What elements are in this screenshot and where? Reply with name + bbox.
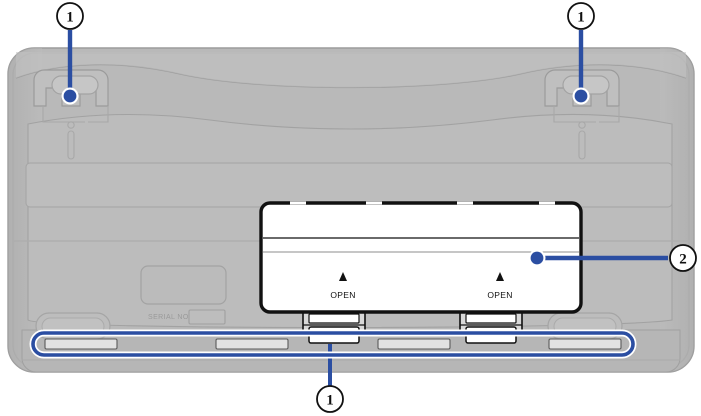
tilt-leg-right-recess-2 [599, 106, 620, 123]
callout-2-circle [669, 244, 697, 272]
tilt-leg-left-stem [67, 130, 75, 160]
tilt-leg-right-stem [578, 130, 586, 160]
callout-1-left-circle [56, 2, 84, 30]
rubber-foot [377, 338, 451, 350]
battery-latch-left[interactable] [302, 308, 366, 344]
chassis-upper-panel [25, 162, 673, 208]
callout-2-number: 2 [679, 252, 687, 268]
battery-cover[interactable]: OPEN OPEN [259, 201, 583, 314]
tilt-leg-left-pivot [67, 121, 75, 129]
callout-1-left-dot [63, 89, 77, 103]
callout-leaders [61, 30, 668, 267]
rubber-feet-highlight [31, 331, 635, 357]
rubber-foot [44, 338, 118, 350]
rubber-foot [548, 338, 622, 350]
serial-number-box [188, 309, 226, 325]
rubber-foot [215, 338, 289, 350]
tilt-leg-left-recess-2 [88, 106, 109, 123]
callout-1-right-number: 1 [577, 10, 585, 26]
open-marking-left: OPEN [330, 272, 355, 300]
callout-2-right[interactable]: 2 [669, 244, 697, 272]
open-label-right: OPEN [487, 290, 512, 300]
callout-1-bottom[interactable]: 1 [316, 385, 344, 413]
open-arrow-left-icon [339, 272, 347, 281]
label-plate-outline [140, 265, 227, 305]
battery-latch-left-slider[interactable] [308, 313, 360, 324]
callout-1-left[interactable]: 1 [56, 2, 84, 30]
serial-number-field: SERIAL NO. [148, 309, 226, 325]
battery-latch-right[interactable] [459, 308, 523, 344]
rubber-feet-strip [44, 338, 622, 350]
callout-1-right-circle [567, 2, 595, 30]
callout-1-bottom-circle [316, 385, 344, 413]
callout-1-right-dot [574, 89, 588, 103]
callout-1-right[interactable]: 1 [567, 2, 595, 30]
callout-markers[interactable]: 1 1 2 1 [56, 2, 697, 413]
callout-2-dot [530, 251, 544, 265]
chassis-top-band [16, 52, 686, 88]
open-label-left: OPEN [330, 290, 355, 300]
open-arrow-right-icon [496, 272, 504, 281]
callout-1-left-number: 1 [66, 10, 74, 26]
label-plate [140, 265, 227, 305]
tilt-leg-right-pivot [578, 121, 586, 129]
open-marking-right: OPEN [487, 272, 512, 300]
serial-number-label: SERIAL NO. [148, 314, 191, 321]
callout-1-bottom-number: 1 [326, 393, 334, 409]
battery-latch-right-slider[interactable] [465, 313, 517, 324]
